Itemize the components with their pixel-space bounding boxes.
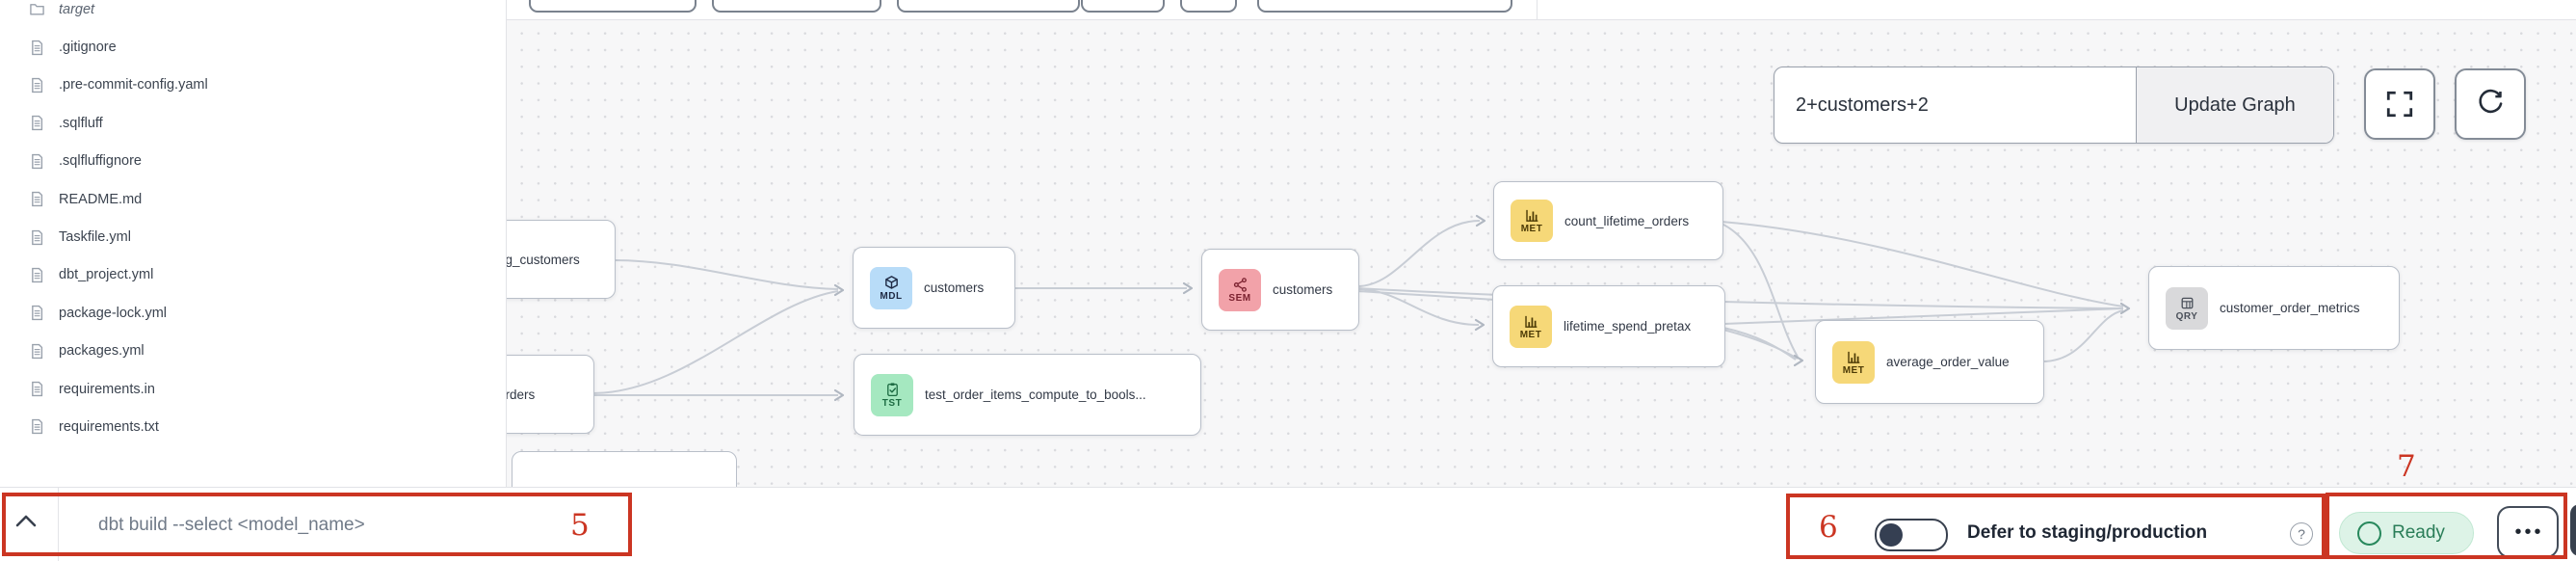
file-name: .sqlfluffignore [59,153,142,170]
file-icon [29,115,45,131]
defer-label: Defer to staging/production [1967,522,2208,543]
file-icon [29,267,45,283]
file-list: target .gitignore .pre-commit-config.yam… [0,0,506,446]
node-label: average_order_value [1886,355,2010,369]
file-name: target [59,1,95,17]
file-name: requirements.in [59,381,155,397]
node-lifetime-spend-pretax[interactable]: MET lifetime_spend_pretax [1492,285,1725,367]
metric-badge: MET [1832,340,1875,384]
semantic-badge: SEM [1219,268,1261,311]
file-row-target[interactable]: target [0,0,506,28]
file-row[interactable]: packages.yml [0,333,506,370]
share-icon [1232,277,1249,293]
file-name: Taskfile.yml [59,229,131,246]
file-icon [29,305,45,321]
status-label: Ready [2392,522,2445,543]
file-icon [29,381,45,397]
file-row[interactable]: requirements.txt [0,408,506,445]
node-label: orders [498,387,536,402]
file-name: .pre-commit-config.yaml [59,77,208,94]
toolbar-button-cutoff[interactable] [529,0,697,13]
fullscreen-icon [2384,89,2415,120]
node-label: customers [1273,282,1333,297]
defer-toggle[interactable] [1875,519,1948,551]
bar-chart-icon [1523,313,1539,330]
update-graph-button[interactable]: Update Graph [2136,67,2333,143]
file-name: requirements.txt [59,418,159,435]
bar-chart-icon [1846,349,1862,365]
file-row[interactable]: .pre-commit-config.yaml [0,67,506,104]
divider [58,488,59,561]
toolbar-button-cutoff[interactable] [897,0,1080,13]
node-average-order-value[interactable]: MET average_order_value [1815,320,2044,404]
node-customers-semantic[interactable]: SEM customers [1201,249,1359,331]
node-label: count_lifetime_orders [1564,213,1690,228]
file-name: README.md [59,191,143,207]
file-explorer-panel: target .gitignore .pre-commit-config.yam… [0,0,507,487]
toolbar-button-cutoff[interactable] [1081,0,1165,13]
folder-icon [29,1,45,17]
file-name: .gitignore [59,40,117,56]
file-row[interactable]: .sqlfluff [0,104,506,142]
toolbar-button-cutoff[interactable] [712,0,881,13]
file-row[interactable]: .gitignore [0,28,506,66]
top-toolbar [506,0,2576,20]
file-row[interactable]: README.md [0,180,506,218]
status-badge: Ready [2339,512,2474,554]
table-icon [2179,295,2195,311]
file-name: package-lock.yml [59,305,168,321]
file-icon [29,153,45,170]
graph-selector-input[interactable] [1774,67,2136,143]
node-label: customer_order_metrics [2220,301,2360,315]
node-test-order-items[interactable]: TST test_order_items_compute_to_bools... [854,354,1201,436]
file-icon [29,229,45,246]
query-badge: QRY [2166,286,2208,330]
chevron-up-icon [13,511,39,532]
metric-badge: MET [1511,200,1553,242]
file-name: dbt_project.yml [59,267,154,283]
file-row[interactable]: .sqlfluffignore [0,143,506,180]
file-row[interactable]: requirements.in [0,370,506,408]
clipboard-check-icon [884,382,901,398]
node-label: customers [924,280,985,295]
more-options-button[interactable]: ••• [2497,506,2559,558]
toolbar-button-cutoff[interactable] [1180,0,1237,13]
graph-selector-combo: Update Graph [1774,67,2334,144]
node-count-lifetime-orders[interactable]: MET count_lifetime_orders [1493,181,1723,260]
file-name: packages.yml [59,343,145,360]
file-icon [29,77,45,94]
file-name: .sqlfluff [59,115,103,131]
collapse-panel-button[interactable] [13,511,42,536]
file-icon [29,40,45,56]
test-badge: TST [871,373,913,416]
toggle-knob [1879,523,1903,547]
cutoff-button-edge [2570,504,2576,556]
node-label: test_order_items_compute_to_bools... [925,387,1146,402]
bar-chart-icon [1524,207,1540,224]
file-row[interactable]: Taskfile.yml [0,218,506,255]
dbt-command-input[interactable] [96,505,563,546]
file-icon [29,343,45,360]
file-row[interactable]: dbt_project.yml [0,256,506,294]
toolbar-button-cutoff[interactable] [1257,0,1512,13]
fullscreen-button[interactable] [2364,68,2435,140]
model-badge: MDL [870,266,912,309]
help-icon[interactable]: ? [2290,522,2313,546]
file-icon [29,191,45,207]
node-label: stg_customers [495,252,580,267]
cube-icon [883,275,900,291]
file-row[interactable]: package-lock.yml [0,294,506,332]
file-icon [29,418,45,435]
node-customer-order-metrics[interactable]: QRY customer_order_metrics [2148,266,2400,350]
node-customers-model[interactable]: MDL customers [853,247,1015,329]
node-label: lifetime_spend_pretax [1564,319,1692,334]
refresh-icon [2475,89,2506,120]
metric-badge: MET [1510,305,1552,348]
command-bar: Defer to staging/production ? Ready ••• [0,487,2576,561]
toolbar-divider [1537,0,1538,19]
refresh-button[interactable] [2455,68,2526,140]
status-circle-icon [2357,521,2381,546]
